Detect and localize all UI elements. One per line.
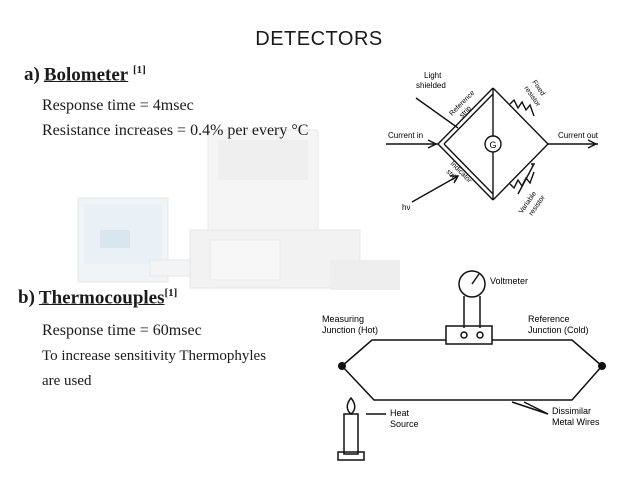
dissimilar-wires-label-2: Metal Wires [552,417,600,427]
bolometer-resistance: Resistance increases = 0.4% per every °C [42,122,309,139]
thermocouples-reference: [1] [164,287,178,299]
reference-junction-label-1: Reference [528,314,570,324]
thermocouple-sensitivity-cont: are used [42,373,92,389]
thermocouples-heading: b)Thermocouples[1] [18,287,177,309]
section-marker-b: b) [18,287,35,309]
slide-title: DETECTORS [255,28,383,50]
h-nu-label: hν [402,203,410,212]
instrument-photo [77,129,400,290]
section-marker-a: a) [24,64,40,86]
bolometer-heading: a)Bolometer [1] [24,64,146,86]
measuring-junction-label-2: Junction (Hot) [322,325,378,335]
thermocouple-sensitivity: To increase sensitivity Thermophyles [42,348,267,364]
voltmeter-label: Voltmeter [490,276,528,286]
bolometer-bridge-diagram: G Light shielded Reference strip Indicat… [372,64,608,240]
measuring-junction-label-1: Measuring [322,314,364,324]
current-out-label: Current out [558,131,599,140]
heat-source-label-2: Source [390,419,419,429]
current-in-label: Current in [388,131,423,140]
galvanometer-symbol: G [489,140,496,150]
heat-source-label-1: Heat [390,408,410,418]
bolometer-term: Bolometer [43,64,129,86]
bolometer-response-time: Response time = 4msec [42,97,194,114]
reference-junction-label-2: Junction (Cold) [528,325,589,335]
light-shielded-label-1: Light [424,71,442,80]
thermocouple-response-time: Response time = 60msec [42,322,202,339]
thermocouples-term: Thermocouples [38,287,165,309]
light-shielded-label-2: shielded [416,81,446,90]
thermocouple-diagram: Voltmeter Measuring Junction (Hot) Refer… [322,270,606,461]
dissimilar-wires-label-1: Dissimilar [552,406,591,416]
bolometer-reference: [1] [132,64,146,76]
